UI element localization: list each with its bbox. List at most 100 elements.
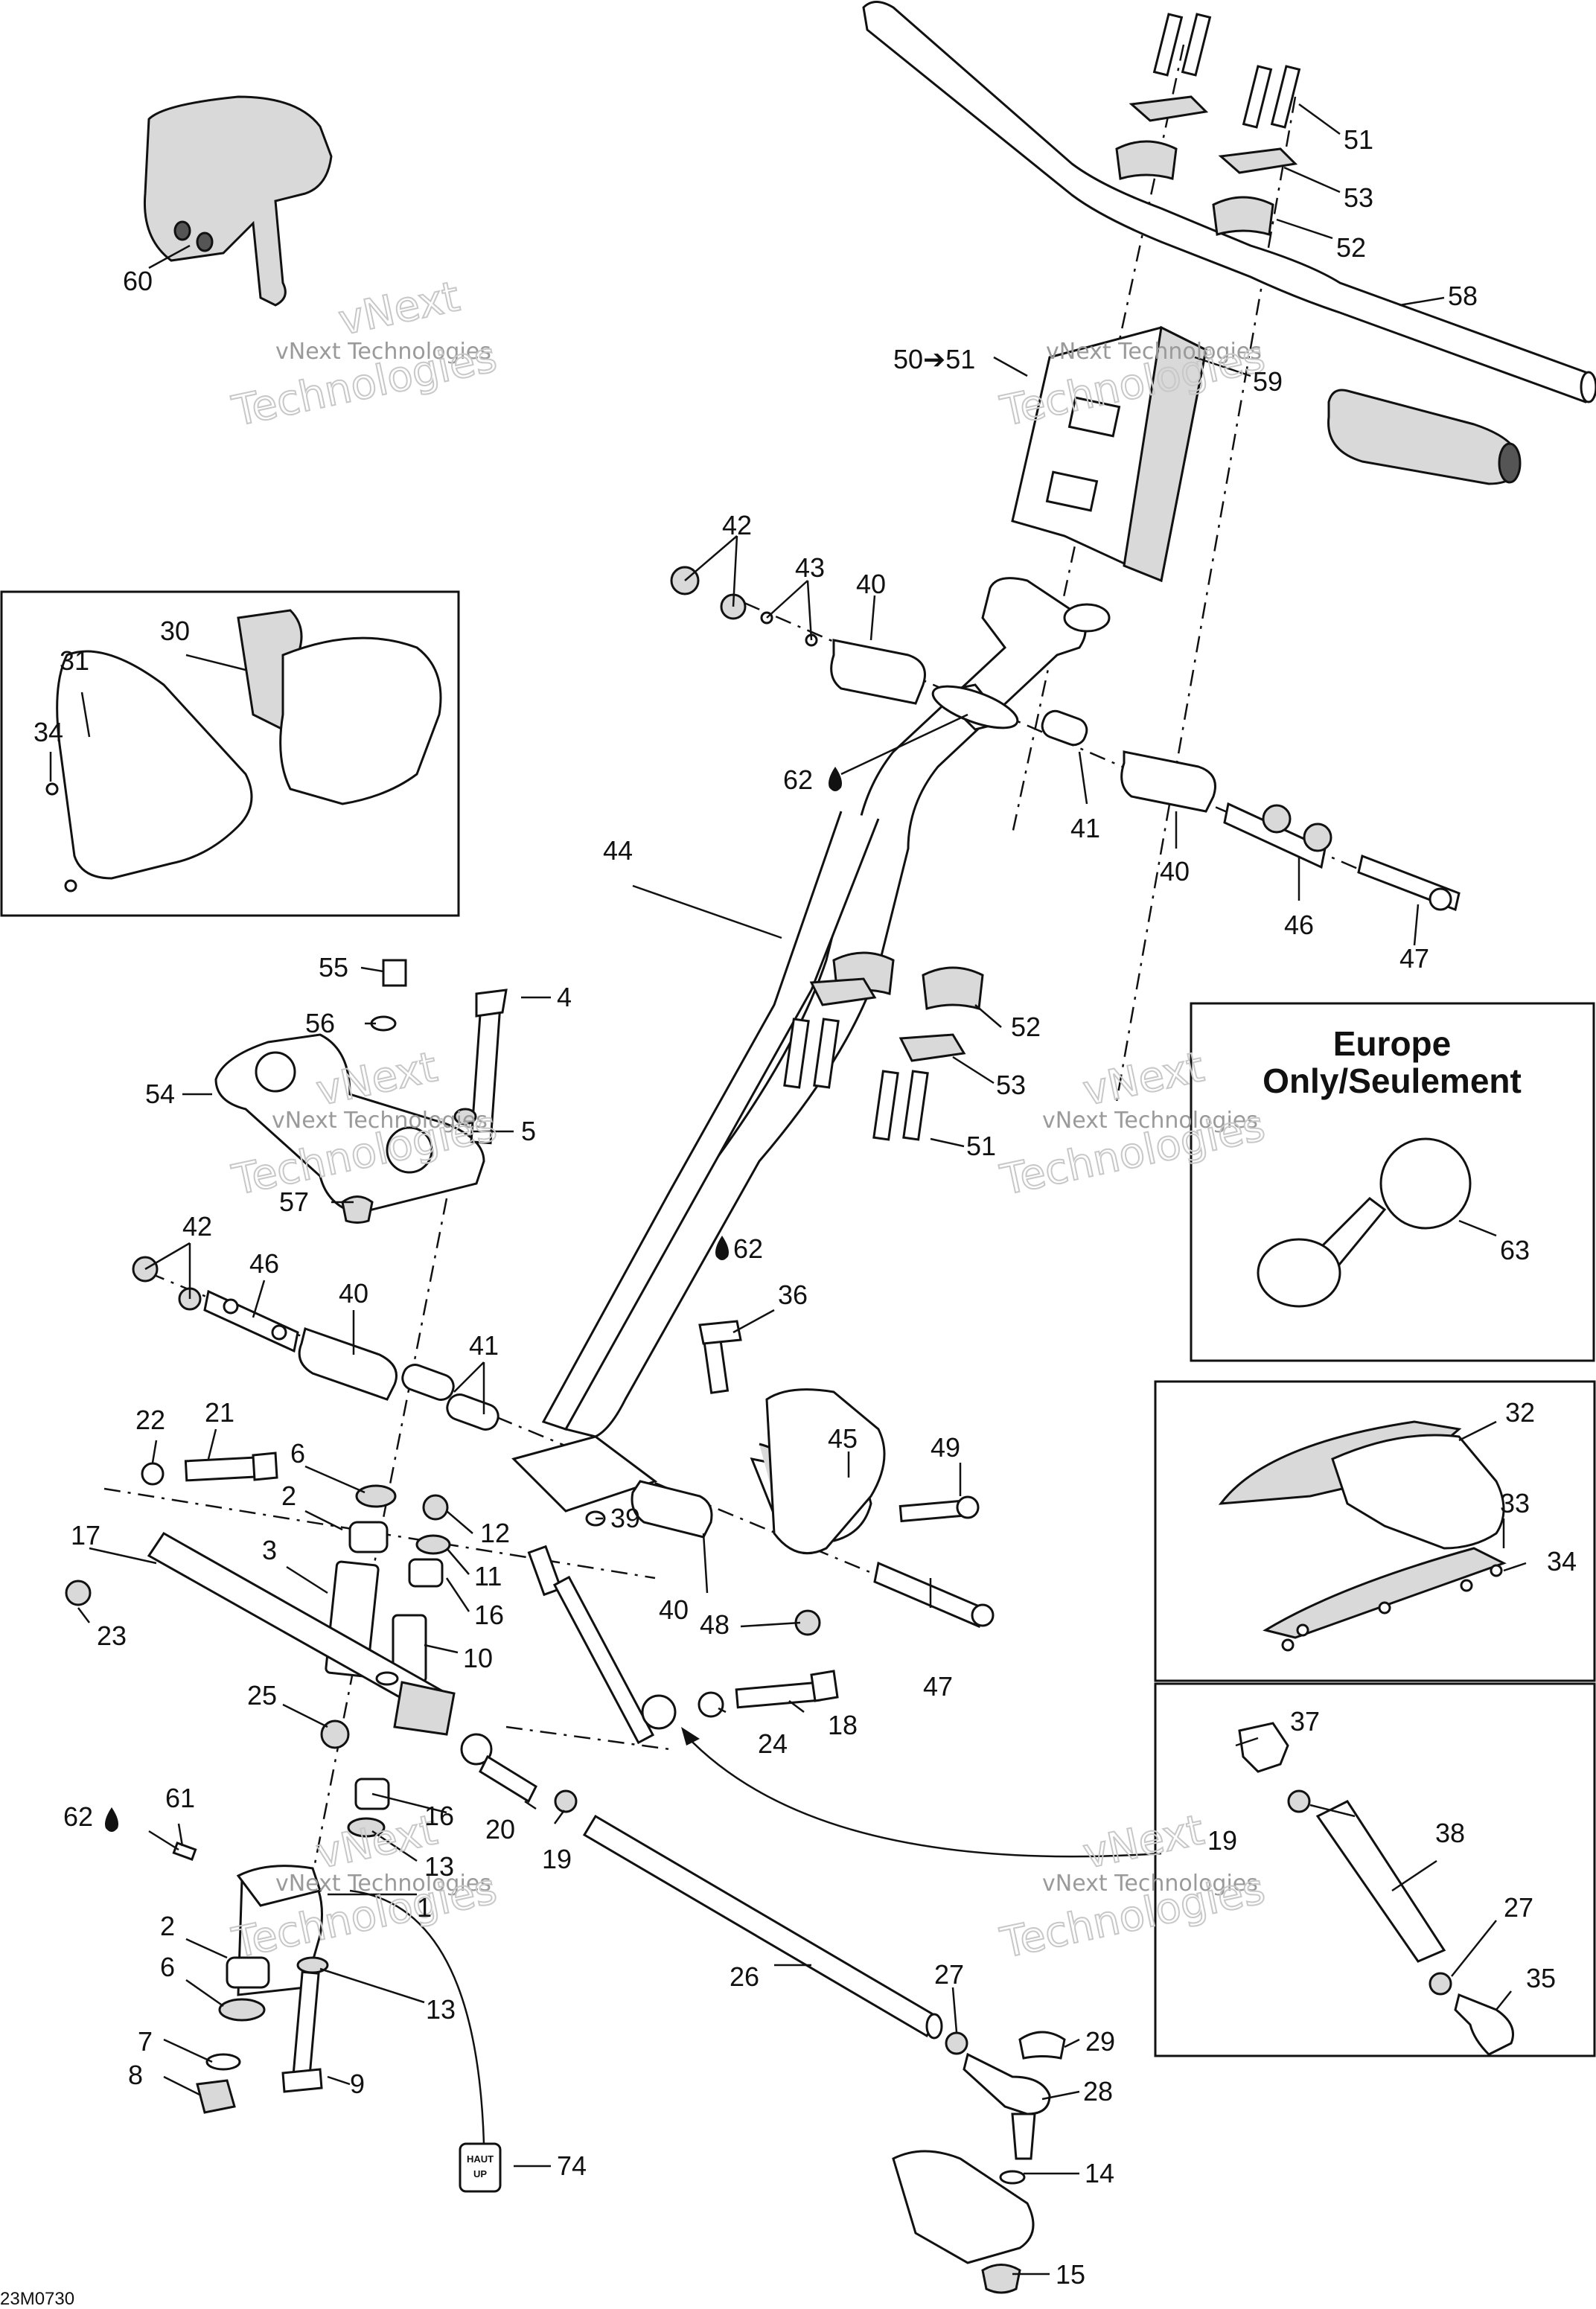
boot-assembly-box (1154, 1380, 1596, 1682)
leader-lines (49, 103, 1527, 2276)
callout: 29 (1085, 2026, 1115, 2057)
badge-line2: UP (473, 2168, 487, 2179)
callout: 14 (1085, 2158, 1114, 2188)
callout: 51 (1344, 124, 1373, 155)
callout: 5 (521, 1116, 536, 1146)
callout: 51 (966, 1131, 996, 1161)
watermark-6: vNext Technologies (1042, 1871, 1258, 1897)
callout: 34 (1547, 1546, 1577, 1577)
callout: 26 (730, 1961, 759, 1992)
callout: 52 (1011, 1012, 1041, 1042)
watermark-2: vNext Technologies (1046, 339, 1262, 365)
callout: 35 (1526, 1963, 1556, 1993)
callout: 12 (480, 1518, 510, 1548)
callout: 59 (1253, 366, 1283, 397)
callout: 54 (145, 1079, 175, 1109)
callout: 53 (996, 1070, 1026, 1100)
lower-left-assembly (65, 1451, 456, 1749)
callout: 15 (1056, 2259, 1085, 2290)
shift-cover-box (0, 590, 460, 917)
callout: 31 (60, 645, 89, 676)
pivot-bolt (698, 1320, 742, 1394)
callout: 25 (247, 1680, 277, 1711)
handlebar (862, 1, 1596, 403)
callout: 10 (463, 1643, 493, 1673)
callout: 62 (733, 1233, 763, 1264)
watermark-5: vNext Technologies (275, 1871, 491, 1897)
callout: 47 (1399, 943, 1429, 974)
tie-rod-detail-box (1154, 1682, 1596, 2057)
callout: 30 (160, 616, 190, 646)
callout: 19 (1207, 1825, 1237, 1856)
callout: 2 (160, 1911, 175, 1941)
callout: 40 (1160, 856, 1190, 887)
callout: 33 (1500, 1488, 1530, 1518)
steering-link-left (527, 1545, 839, 1745)
callout: 36 (778, 1280, 808, 1310)
callout: 52 (1336, 232, 1366, 263)
callout: 17 (71, 1520, 100, 1550)
column-seal-plate (931, 685, 1019, 729)
callout: 50➔51 (893, 344, 975, 374)
callout: 55 (319, 952, 348, 983)
callout: 1 (417, 1892, 432, 1923)
watermark-4: vNext Technologies (1042, 1108, 1258, 1134)
watermark-next-4: vNext (1079, 1043, 1208, 1116)
callout: 41 (1070, 813, 1100, 843)
callout: 62 (783, 764, 813, 795)
callout: 9 (350, 2069, 365, 2099)
steering-column (511, 577, 1111, 1513)
callout: 24 (758, 1728, 788, 1759)
europe-box-title-line1: Europe (1333, 1024, 1451, 1063)
callout: 13 (426, 1994, 456, 2025)
left-support-hardware (132, 1256, 499, 1431)
upper-support-hardware (670, 566, 1461, 912)
callout: 61 (165, 1783, 195, 1813)
watermark-next-5: vNext (312, 1806, 441, 1879)
callout: 20 (485, 1814, 515, 1845)
lower-handlebar-clamps (783, 951, 984, 1141)
callout: 63 (1500, 1235, 1530, 1265)
watermark-next-1: vNext (334, 272, 464, 345)
haut-up-badge: HAUT UP (459, 2142, 502, 2193)
callout: 21 (205, 1397, 234, 1428)
callout: 27 (934, 1959, 964, 1990)
europe-box-title-line2: Only/Seulement (1263, 1061, 1522, 1100)
callout: 40 (659, 1594, 689, 1625)
watermark-next-6: vNext (1079, 1806, 1208, 1879)
callout: 40 (856, 569, 886, 599)
steering-tie-rod (460, 1733, 1066, 2294)
callout: 18 (828, 1710, 858, 1740)
drop-icon (105, 1807, 118, 1832)
callout: 6 (160, 1952, 175, 1982)
drawing-code: 23M0730 (0, 2289, 74, 2309)
callout: 74 (557, 2150, 587, 2181)
callout: 38 (1435, 1818, 1465, 1848)
callout: 40 (339, 1278, 368, 1309)
callout: 22 (135, 1405, 165, 1435)
callout: 42 (182, 1211, 212, 1242)
callout: 53 (1344, 182, 1373, 213)
callout: 11 (474, 1561, 502, 1591)
drop-icon (829, 767, 842, 791)
watermark-3: vNext Technologies (272, 1108, 488, 1134)
callout: 48 (700, 1609, 730, 1640)
callout: 43 (795, 552, 825, 583)
callout: 44 (603, 835, 633, 866)
callout: 13 (424, 1851, 454, 1882)
drop-icons (105, 767, 842, 1832)
callout: 4 (557, 982, 572, 1012)
callout: 47 (923, 1671, 953, 1702)
callout: 56 (305, 1008, 335, 1038)
badge-line1: HAUT (467, 2153, 494, 2165)
callout: 60 (123, 266, 153, 296)
callout: 45 (828, 1423, 858, 1454)
callout: 39 (610, 1503, 640, 1533)
europe-horn-box: Europe Only/Seulement (1190, 1002, 1595, 1362)
callout: 58 (1448, 281, 1478, 311)
steering-support-bracket (585, 1388, 995, 1636)
callout: 46 (1284, 910, 1314, 940)
handlebar-clamp-bolts-top (1115, 13, 1301, 236)
